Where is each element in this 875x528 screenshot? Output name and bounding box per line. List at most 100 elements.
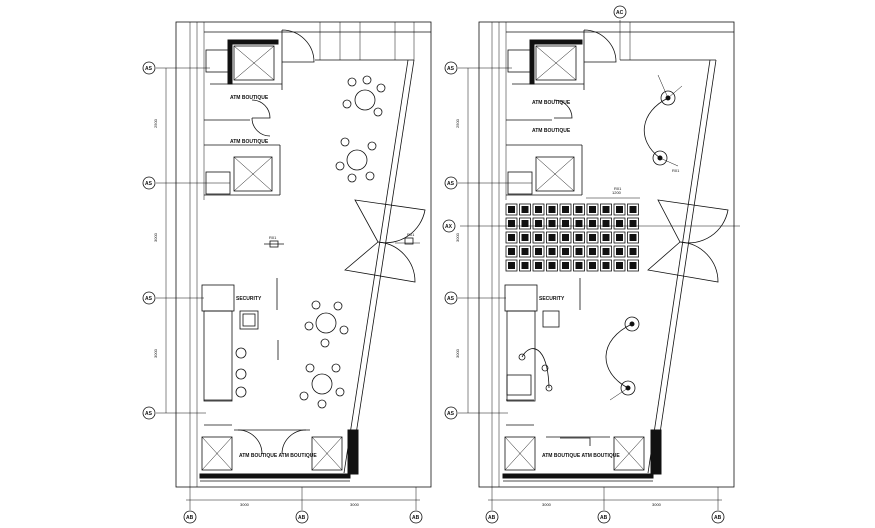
ceiling-tile-light (616, 262, 623, 269)
label-atm-boutique-1: ATM BOUTIQUE (230, 95, 269, 101)
ceiling-tile-light (521, 220, 529, 227)
ceiling-tile (519, 231, 531, 244)
svg-text:AS: AS (447, 66, 455, 72)
ceiling-tile (627, 217, 639, 230)
ceiling-tile (627, 259, 639, 272)
ceiling-tile (532, 203, 545, 216)
svg-text:AS: AS (145, 181, 153, 187)
ceiling-tile-light (589, 220, 596, 227)
ceiling-tile-light (616, 248, 623, 255)
ceiling-tile (586, 245, 599, 258)
ceiling-tile-light (629, 206, 637, 213)
svg-text:3000: 3000 (652, 502, 662, 507)
svg-text:AB: AB (298, 515, 306, 521)
lounge-table-group-lower (299, 300, 349, 409)
ceiling-tile (546, 259, 558, 272)
ceiling-tile (573, 245, 585, 258)
ceiling-tile (627, 203, 639, 216)
svg-text:AB: AB (186, 515, 194, 521)
ceiling-tile-light (508, 248, 515, 255)
ceiling-tile (586, 217, 599, 230)
ceiling-tile-light (535, 234, 542, 241)
ceiling-tile-light (602, 220, 610, 227)
ceiling-tile-light (548, 220, 556, 227)
svg-text:3000: 3000 (240, 502, 250, 507)
right-slanted-facade (653, 59, 717, 474)
ceiling-tile-light (629, 234, 637, 241)
ceiling-tile (573, 203, 585, 216)
svg-text:AS: AS (447, 181, 455, 187)
svg-text:3000: 3000 (455, 232, 460, 242)
right-outer-frame (478, 21, 735, 488)
ceiling-tile-light (589, 234, 596, 241)
left-plan: ATM BOUTIQUE ATM BOUTIQUE (175, 21, 432, 488)
ceiling-tile (586, 259, 599, 272)
ceiling-tile (573, 231, 585, 244)
label-atm-boutique-4: ATM BOUTIQUE (532, 128, 571, 134)
ceiling-tile (505, 245, 518, 258)
atm-machine-bottom-right-b (613, 436, 645, 471)
ceiling-tile (505, 217, 518, 230)
ceiling-tile-light (521, 206, 529, 213)
ceiling-tile-light (575, 234, 583, 241)
svg-text:2500: 2500 (153, 118, 158, 128)
svg-text:AS: AS (447, 411, 455, 417)
ceiling-tile-light (562, 234, 569, 241)
svg-text:2500: 2500 (455, 118, 460, 128)
svg-text:AX: AX (445, 224, 453, 230)
ceiling-tile (519, 203, 531, 216)
ceiling-tile-light (575, 262, 583, 269)
ceiling-tile-light (562, 206, 569, 213)
right-entrance-double-door (647, 199, 729, 283)
ceiling-tile-light (602, 262, 610, 269)
svg-text:AS: AS (447, 296, 455, 302)
svg-text:3000: 3000 (455, 348, 460, 358)
left-atm-door-swing (251, 99, 271, 137)
ceiling-tile-light (521, 248, 529, 255)
svg-text:AB: AB (600, 515, 608, 521)
ceiling-tile-light (575, 248, 583, 255)
svg-text:SECURITY: SECURITY (236, 296, 262, 302)
left-outer-frame (175, 21, 432, 488)
atm-machine-mid-right (535, 156, 575, 192)
ceiling-tile (613, 259, 626, 272)
ceiling-tile (600, 217, 612, 230)
ceiling-tile (519, 217, 531, 230)
ceiling-tile-light (589, 262, 596, 269)
ceiling-tile-light (548, 206, 556, 213)
ceiling-tile (546, 217, 558, 230)
left-grid-lines: 2500 3000 3000 3000 3000 (153, 67, 420, 510)
ceiling-tile-light (629, 248, 637, 255)
ceiling-tile (627, 231, 639, 244)
left-grid-bubbles: AS AS AS AS AB AB AB (142, 61, 423, 524)
ceiling-tile (559, 259, 572, 272)
ceiling-tile-light (616, 234, 623, 241)
ceiling-tile-light (548, 262, 556, 269)
ceiling-tile (559, 245, 572, 258)
ceiling-tile (532, 259, 545, 272)
ceiling-tile (613, 217, 626, 230)
ceiling-tile-light (616, 206, 623, 213)
svg-text:3000: 3000 (542, 502, 552, 507)
left-ceiling-marker: R01 (264, 235, 284, 248)
ceiling-tile (573, 259, 585, 272)
ceiling-tile (600, 259, 612, 272)
svg-text:R01: R01 (672, 168, 680, 173)
ceiling-tile-light (535, 206, 542, 213)
ceiling-tile-light (575, 206, 583, 213)
right-grid-bubbles: AS AS AS AS AX AC AB AB AB (442, 5, 725, 524)
label-atm-boutique-2: ATM BOUTIQUE (230, 139, 269, 145)
ceiling-tile (600, 203, 612, 216)
svg-text:AS: AS (145, 296, 153, 302)
svg-text:SECURITY: SECURITY (539, 296, 565, 302)
svg-text:3000: 3000 (350, 502, 360, 507)
ceiling-tile (546, 231, 558, 244)
ceiling-tile (627, 245, 639, 258)
left-top-door-swing (281, 29, 315, 90)
ceiling-tile (613, 231, 626, 244)
label-atm-boutique-3: ATM BOUTIQUE (532, 100, 571, 106)
svg-text:1200: 1200 (612, 190, 622, 195)
ceiling-tile-light (508, 234, 515, 241)
ceiling-tile (559, 217, 572, 230)
waiting-chairs-left (235, 347, 247, 398)
